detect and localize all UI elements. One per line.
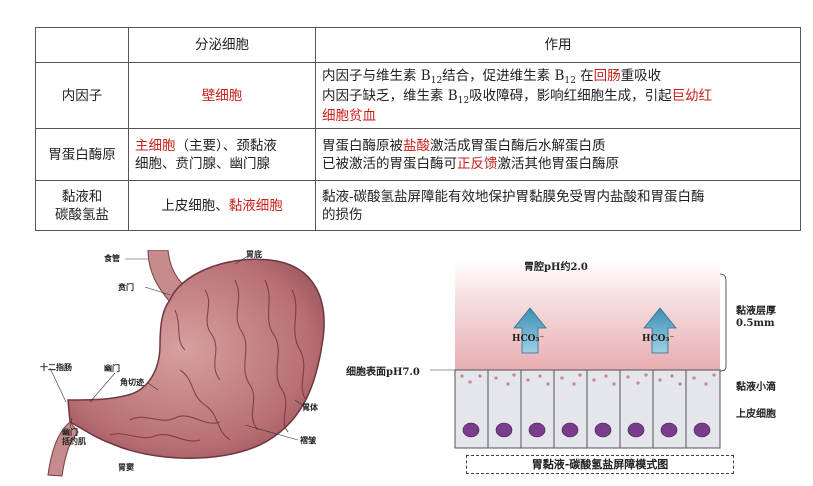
label-pylorus: 幽门: [104, 363, 120, 373]
row-function: 胃蛋白酶原被盐酸激活成胃蛋白酶后水解蛋白质 已被激活的胃蛋白酶可正反馈激活其他胃…: [315, 128, 801, 181]
label-esophagus: 食管: [104, 253, 120, 263]
stomach-illustration: [47, 250, 325, 477]
label-duodenum: 十二指肠: [40, 362, 72, 372]
row-name: 胃蛋白酶原: [35, 128, 129, 181]
header-function: 作用: [315, 27, 801, 63]
table-row: 黏液和碳酸氢盐 上皮细胞、黏液细胞 黏液-碳酸氢盐屏障能有效地保护胃黏膜免受胃内…: [35, 180, 801, 231]
label-hco3-right: HCO₃⁻: [642, 334, 675, 344]
table-header-row: 分泌细胞 作用: [35, 27, 801, 63]
table-row: 内因子 壁细胞 内因子与维生素 B12结合，促进维生素 B12 在回肠重吸收 内…: [35, 62, 801, 129]
row-name: 内因子: [35, 62, 129, 129]
header-secreting-cell: 分泌细胞: [128, 27, 316, 63]
label-epithelial-cell: 上皮细胞: [736, 409, 776, 420]
hco3-arrow-right: [643, 307, 677, 354]
label-body: 胃体: [302, 402, 318, 412]
row-function: 黏液-碳酸氢盐屏障能有效地保护胃黏膜免受胃内盐酸和胃蛋白酶的损伤: [315, 180, 801, 231]
secretion-table: 分泌细胞 作用 内因子 壁细胞 内因子与维生素 B12结合，促进维生素 B12 …: [35, 27, 801, 231]
row-cell: 上皮细胞、黏液细胞: [128, 180, 316, 231]
row-name: 黏液和碳酸氢盐: [35, 180, 129, 231]
figure-caption: 胃黏液-碳酸氢盐屏障模式图: [466, 455, 734, 474]
label-fundus: 胃底: [246, 249, 262, 259]
label-folds: 褶皱: [300, 435, 316, 445]
label-mucus-droplet: 黏液小滴: [736, 382, 776, 393]
row-cell: 主细胞（主要）、颈黏液 细胞、贲门腺、幽门腺: [128, 128, 316, 181]
label-surface-ph: 细胞表面pH7.0: [346, 367, 420, 378]
label-antrum: 胃窦: [118, 462, 134, 472]
label-cardia: 贲门: [118, 282, 134, 292]
row-cell: 壁细胞: [128, 62, 316, 129]
label-lumen-ph: 胃腔pH约2.0: [524, 262, 588, 273]
row-function: 内因子与维生素 B12结合，促进维生素 B12 在回肠重吸收 内因子缺乏，维生素…: [315, 62, 801, 129]
label-hco3-left: HCO₃⁻: [512, 334, 545, 344]
label-angular-notch: 角切迹: [120, 377, 144, 387]
header-blank: [35, 27, 129, 63]
mucus-barrier-illustration: [430, 258, 727, 449]
hco3-arrow-left: [513, 307, 547, 354]
table-row: 胃蛋白酶原 主细胞（主要）、颈黏液 细胞、贲门腺、幽门腺 胃蛋白酶原被盐酸激活成…: [35, 128, 801, 181]
label-sphincter: 幽门括约肌: [62, 427, 86, 446]
